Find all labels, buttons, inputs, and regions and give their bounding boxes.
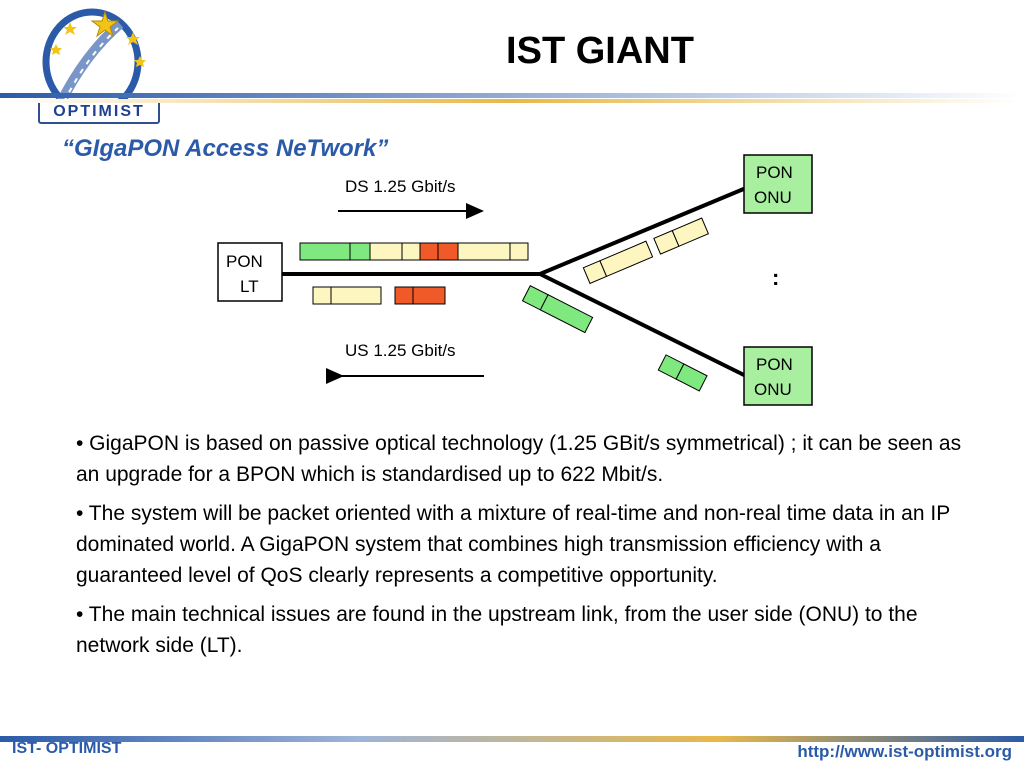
- footer-divider: [0, 736, 1024, 742]
- downstream-label: DS 1.25 Gbit/s: [345, 177, 456, 196]
- pon-onu-top-label-2: ONU: [754, 188, 792, 207]
- bullet-list: • GigaPON is based on passive optical te…: [76, 428, 966, 669]
- pon-onu-bottom-box: PON ONU: [743, 346, 813, 406]
- bullet-item: • The main technical issues are found in…: [76, 603, 918, 657]
- section-subtitle: “GIgaPON Access NeTwork”: [62, 135, 389, 162]
- ds-cell-yellow-4: [509, 242, 529, 261]
- ds-cell-yellow-1: [369, 242, 403, 261]
- bullet-item: • The system will be packet oriented wit…: [76, 502, 950, 587]
- top-branch-cells: [582, 240, 654, 285]
- us-cell-yellow-1: [312, 286, 332, 305]
- ds-cell-orange-1: [419, 242, 439, 261]
- top-branch-cell-4: [671, 217, 710, 247]
- bottom-branch-cell-4: [675, 363, 708, 392]
- ds-cell-green-1: [299, 242, 351, 261]
- gigapon-network-diagram: DS 1.25 Gbit/s US 1.25 Gbit/s PON LT PON…: [217, 154, 813, 406]
- ds-cell-orange-2: [437, 242, 459, 261]
- branch-fiber-bottom: [539, 272, 747, 378]
- page-title: IST GIANT: [506, 30, 694, 72]
- bottom-branch-cells: [521, 284, 594, 334]
- upstream-label: US 1.25 Gbit/s: [345, 341, 456, 360]
- ds-cell-yellow-3: [457, 242, 511, 261]
- ds-cell-green-2: [349, 242, 371, 261]
- bullet-item: • GigaPON is based on passive optical te…: [76, 432, 962, 486]
- footer-project-name: IST- OPTIMIST: [12, 740, 122, 757]
- header-divider: [0, 93, 1024, 103]
- us-cell-orange-1: [394, 286, 414, 305]
- pon-onu-bottom-label-1: PON: [756, 355, 793, 374]
- us-cell-orange-2: [412, 286, 446, 305]
- pon-onu-top-box: PON ONU: [743, 154, 813, 214]
- footer-url-link[interactable]: http://www.ist-optimist.org: [797, 742, 1012, 761]
- bottom-branch-cells-far: [657, 354, 708, 392]
- pon-lt-box: PON LT: [217, 242, 283, 302]
- ds-cell-yellow-2: [401, 242, 421, 261]
- pon-onu-bottom-label-2: ONU: [754, 380, 792, 399]
- pon-lt-label-2: LT: [240, 277, 259, 296]
- upstream-frame: [312, 286, 446, 305]
- us-cell-yellow-2: [330, 286, 382, 305]
- branch-fiber-top: [539, 186, 747, 276]
- downstream-frame: [299, 242, 529, 261]
- pon-lt-label-1: PON: [226, 252, 263, 271]
- top-branch-cells-far: [653, 217, 710, 255]
- more-onus-ellipsis: :: [772, 265, 779, 290]
- logo-wordmark: OPTIMIST: [38, 100, 160, 124]
- pon-onu-top-label-1: PON: [756, 163, 793, 182]
- top-branch-cell-2: [599, 240, 654, 278]
- bottom-branch-cell-2: [539, 294, 594, 334]
